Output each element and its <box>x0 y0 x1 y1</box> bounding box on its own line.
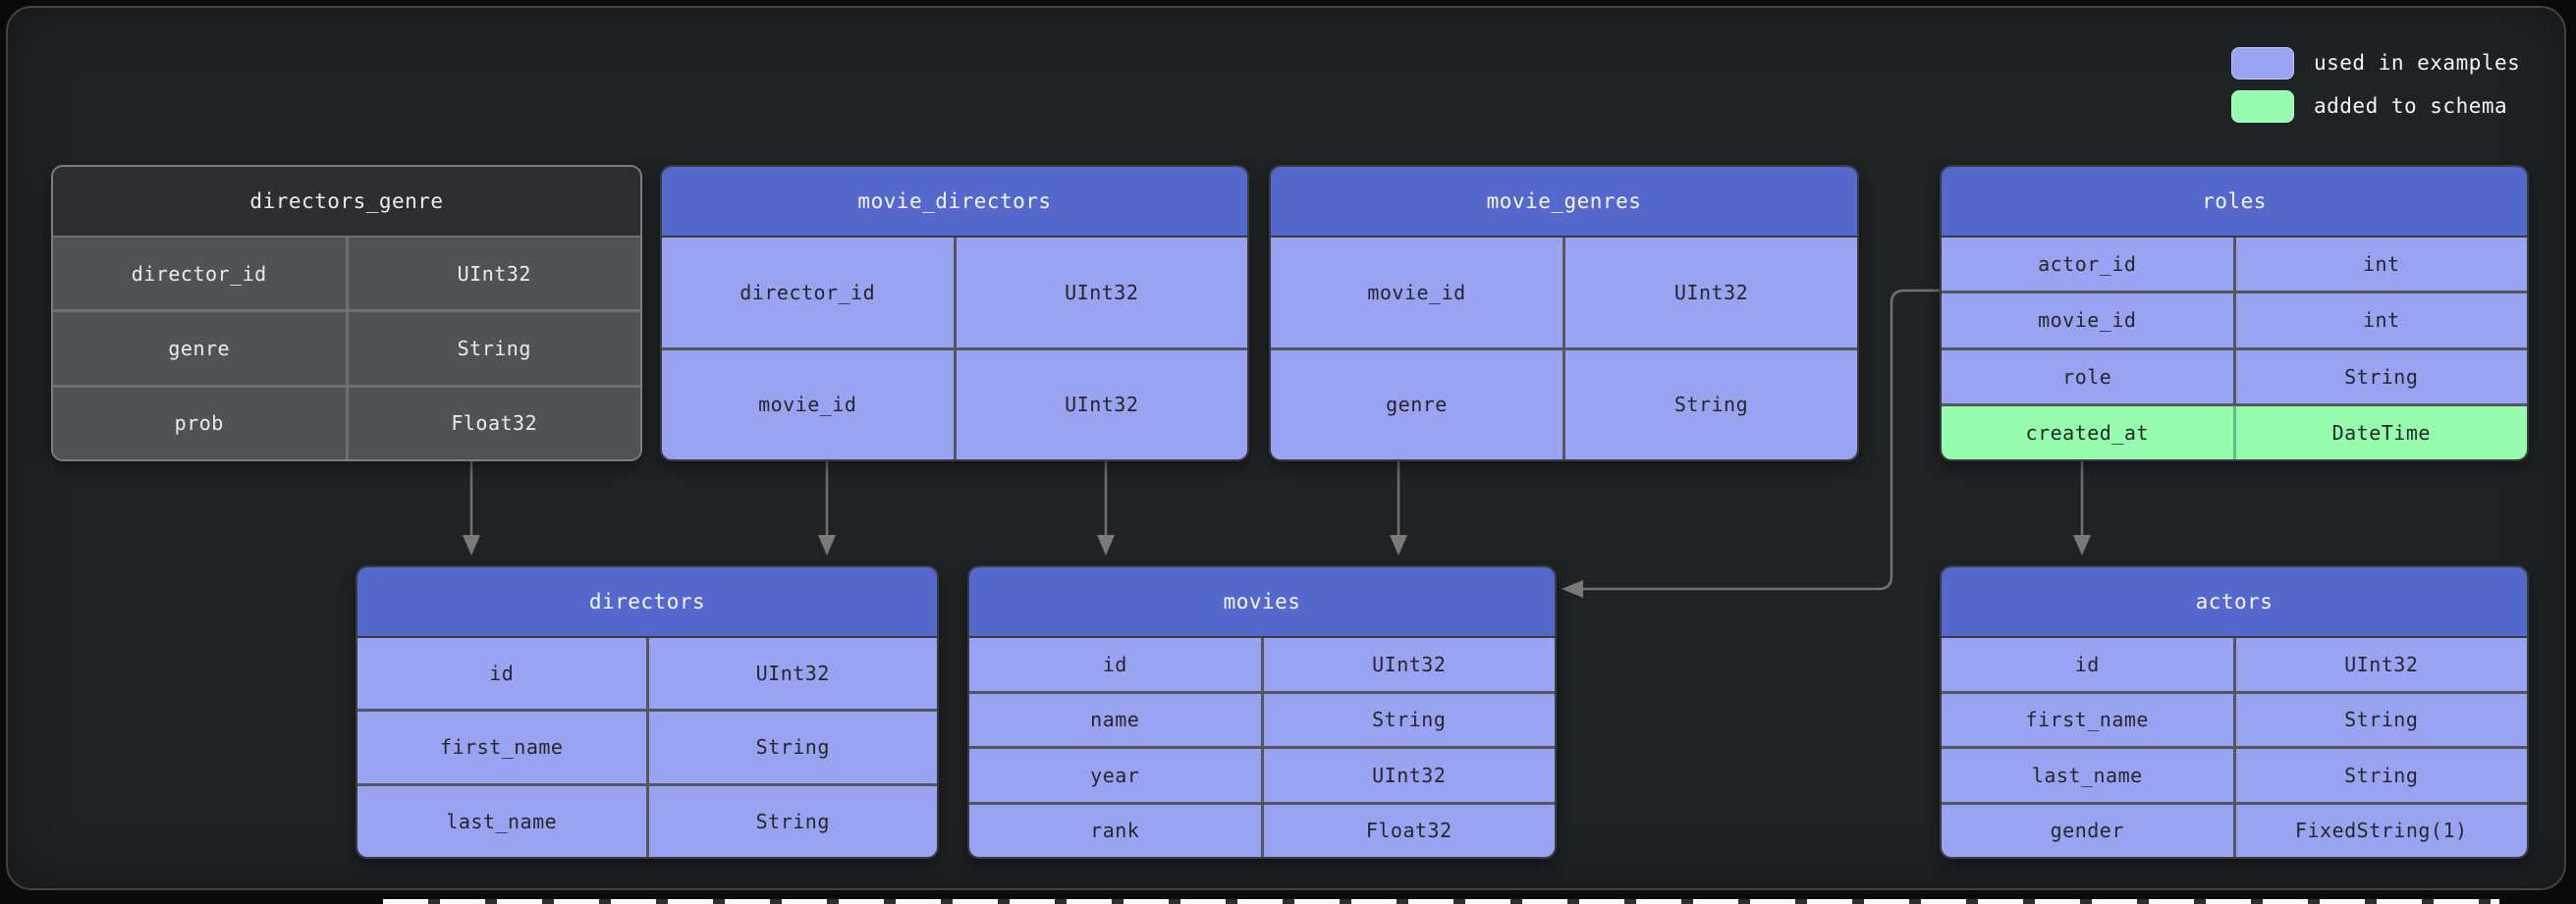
legend-label: added to schema <box>2314 94 2508 118</box>
legend: used in examples added to schema <box>2231 46 2521 123</box>
column-type: String <box>2235 749 2527 802</box>
column-name: id <box>969 638 1264 691</box>
table-row: id UInt32 <box>1942 638 2527 691</box>
table-row: last_name String <box>1942 746 2527 802</box>
table-directors_genre: directors_genre director_id UInt32 genre… <box>51 165 642 461</box>
column-type: String <box>2235 349 2527 403</box>
column-name: name <box>969 693 1264 746</box>
column-name: last_name <box>357 785 649 857</box>
column-name: created_at <box>1942 405 2236 459</box>
table-title: movie_genres <box>1271 167 1857 238</box>
table-row: last_name String <box>357 782 937 857</box>
column-type: String <box>1565 349 1857 459</box>
column-type: String <box>2235 693 2527 746</box>
legend-label: used in examples <box>2314 51 2521 75</box>
column-name: year <box>969 749 1264 802</box>
table-row: movie_id UInt32 <box>1271 238 1857 347</box>
table-movie_directors: movie_directors director_id UInt32 movie… <box>660 165 1249 461</box>
column-name: movie_id <box>1271 238 1565 347</box>
table-actors: actors id UInt32 first_name String last_… <box>1940 565 2529 859</box>
table-body: director_id UInt32 genre String prob Flo… <box>53 238 640 459</box>
table-title: directors <box>357 567 937 638</box>
column-type: int <box>2235 238 2527 292</box>
column-name: movie_id <box>662 349 957 459</box>
table-title: movies <box>969 567 1555 638</box>
table-title: roles <box>1942 167 2527 238</box>
column-name: id <box>1942 638 2236 691</box>
column-type: FixedString(1) <box>2235 804 2527 857</box>
column-name: genre <box>53 312 349 385</box>
column-type: String <box>648 712 937 783</box>
table-directors: directors id UInt32 first_name String la… <box>356 565 939 859</box>
table-row: gender FixedString(1) <box>1942 801 2527 857</box>
table-row: id UInt32 <box>357 638 937 710</box>
column-name: genre <box>1271 349 1565 459</box>
column-name: first_name <box>1942 693 2236 746</box>
column-type: DateTime <box>2235 405 2527 459</box>
table-row: id UInt32 <box>969 638 1555 691</box>
column-type: UInt32 <box>1263 749 1555 802</box>
table-body: actor_id int movie_id int role String cr… <box>1942 238 2527 459</box>
table-movie_genres: movie_genres movie_id UInt32 genre Strin… <box>1269 165 1859 461</box>
table-movies: movies id UInt32 name String year UInt32… <box>967 565 1557 859</box>
table-body: movie_id UInt32 genre String <box>1271 238 1857 459</box>
column-type: UInt32 <box>956 238 1247 347</box>
column-type: Float32 <box>1263 804 1555 857</box>
table-title: actors <box>1942 567 2527 638</box>
column-name: role <box>1942 349 2236 403</box>
column-type: UInt32 <box>2235 638 2527 691</box>
table-row: first_name String <box>357 709 937 783</box>
table-row: genre String <box>53 309 640 385</box>
column-type: UInt32 <box>1565 238 1857 347</box>
table-row: actor_id int <box>1942 238 2527 292</box>
column-name: movie_id <box>1942 293 2236 347</box>
column-name: gender <box>1942 804 2236 857</box>
legend-swatch-green <box>2231 89 2294 123</box>
legend-swatch-blue <box>2231 46 2294 80</box>
table-row-added-to-schema: created_at DateTime <box>1942 402 2527 459</box>
table-body: director_id UInt32 movie_id UInt32 <box>662 238 1247 459</box>
table-roles: roles actor_id int movie_id int role Str… <box>1940 165 2529 461</box>
table-title: movie_directors <box>662 167 1247 238</box>
column-name: prob <box>53 387 349 459</box>
legend-item-used-in-examples: used in examples <box>2231 46 2521 80</box>
table-row: genre String <box>1271 346 1857 459</box>
legend-item-added-to-schema: added to schema <box>2231 89 2520 123</box>
column-name: first_name <box>357 712 649 783</box>
column-name: director_id <box>53 238 349 310</box>
table-body: id UInt32 first_name String last_name St… <box>357 638 937 857</box>
column-type: UInt32 <box>348 238 640 310</box>
column-name: id <box>357 638 649 710</box>
table-row: role String <box>1942 346 2527 403</box>
table-row: first_name String <box>1942 690 2527 746</box>
table-row: rank Float32 <box>969 801 1555 857</box>
table-row: director_id UInt32 <box>53 238 640 310</box>
column-name: actor_id <box>1942 238 2236 292</box>
table-body: id UInt32 name String year UInt32 rank F… <box>969 638 1555 857</box>
table-row: name String <box>969 690 1555 746</box>
column-type: String <box>348 312 640 385</box>
column-type: String <box>648 785 937 857</box>
column-name: director_id <box>662 238 957 347</box>
table-row: year UInt32 <box>969 746 1555 802</box>
table-body: id UInt32 first_name String last_name St… <box>1942 638 2527 857</box>
table-row: prob Float32 <box>53 384 640 459</box>
column-type: UInt32 <box>1263 638 1555 691</box>
table-row: movie_id int <box>1942 291 2527 347</box>
column-type: Float32 <box>348 387 640 459</box>
table-row: director_id UInt32 <box>662 238 1247 347</box>
table-row: movie_id UInt32 <box>662 346 1247 459</box>
table-title: directors_genre <box>53 167 640 238</box>
column-name: last_name <box>1942 749 2236 802</box>
column-name: rank <box>969 804 1264 857</box>
column-type: UInt32 <box>648 638 937 710</box>
column-type: UInt32 <box>956 349 1247 459</box>
column-type: String <box>1263 693 1555 746</box>
column-type: int <box>2235 293 2527 347</box>
background-window-edge <box>383 899 2499 904</box>
